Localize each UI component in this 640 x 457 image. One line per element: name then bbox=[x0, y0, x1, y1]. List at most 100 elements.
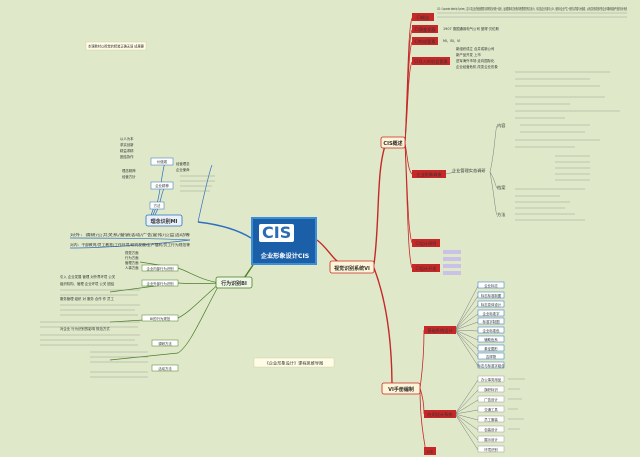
svg-text:CI概念: CI概念 bbox=[417, 14, 430, 21]
branch-cis-overview-label: CIS概述 bbox=[383, 140, 402, 147]
svg-text:调研方法: 调研方法 bbox=[158, 341, 172, 346]
center-node[interactable]: CIS 企业形象设计CIS bbox=[251, 217, 317, 265]
app-item: 交通工具 bbox=[484, 407, 498, 412]
branch-bi-label: 行为识别BI bbox=[220, 280, 247, 287]
bi-methods: 调研方法 活动方法 bbox=[151, 339, 179, 372]
svg-text:新产品开发 上市: 新产品开发 上市 bbox=[456, 52, 481, 57]
branch-mi[interactable]: 理念识别MI bbox=[145, 214, 183, 227]
manual-app-list: 办公事务用品 旗帜标识 广告设计 交通工具 员工服装 包装设计 展示设计 环境识… bbox=[477, 375, 505, 453]
app-item: 旗帜标识 bbox=[484, 387, 498, 392]
svg-text:《企业形象设计》课程思维导图: 《企业形象设计》课程思维导图 bbox=[265, 360, 324, 367]
survey-group-content: 内容 bbox=[497, 122, 505, 129]
branch-vi-manual[interactable]: VI手册编制 bbox=[381, 382, 421, 395]
survey-group-method: 方法 bbox=[497, 211, 505, 218]
mi-core-list: 理念精神 经营方针 bbox=[122, 168, 136, 179]
bi-method[interactable]: 调研方法 bbox=[151, 339, 179, 347]
bi-method[interactable]: 活动方法 bbox=[151, 364, 179, 372]
svg-text:企业外部行为识别: 企业外部行为识别 bbox=[146, 281, 174, 286]
overview-item[interactable]: CI导入的机会要素 bbox=[412, 57, 450, 65]
basic-item: 标志与标准字组合 bbox=[477, 363, 505, 368]
overview-item[interactable]: CI概念 bbox=[412, 13, 434, 21]
svg-text:求实创新: 求实创新 bbox=[120, 142, 134, 147]
svg-text:引入 企业发展 管理 对外界环境 公关: 引入 企业发展 管理 对外界环境 公关 bbox=[60, 274, 116, 279]
mi-extra-list: 以人为本 求实创新 精益求精 团结协作 bbox=[120, 136, 134, 159]
elements-text: MI、BI、VI bbox=[443, 39, 460, 43]
basic-item: 吉祥物 bbox=[486, 354, 497, 359]
mi-text-block: 经营理念 企业使命 bbox=[176, 161, 190, 172]
svg-text:CI构成要素: CI构成要素 bbox=[415, 38, 436, 45]
svg-text:精益求精: 精益求精 bbox=[120, 148, 134, 153]
svg-text:VI手: VI手 bbox=[427, 449, 434, 454]
import-list: 新组织成立 合并成新公司 新产品开发 上市 进军海外市场 走向国际化 企业经营危… bbox=[456, 46, 498, 69]
svg-text:CI演变发展: CI演变发展 bbox=[415, 26, 437, 33]
overview-item[interactable]: CI演变发展 bbox=[412, 25, 438, 33]
bottom-note: 《企业形象设计》课程思维导图 bbox=[253, 357, 335, 368]
svg-text:管理方面: 管理方面 bbox=[125, 260, 139, 265]
svg-text:价值观: 价值观 bbox=[157, 159, 168, 164]
manual-basic-root[interactable]: 基础系统设计 bbox=[424, 326, 456, 334]
app-item: 环境识别 bbox=[484, 447, 498, 452]
svg-text:企业使命: 企业使命 bbox=[176, 167, 190, 172]
bi-detail-lines bbox=[40, 289, 140, 346]
svg-text:理念精神: 理念精神 bbox=[122, 168, 136, 173]
svg-text:进军海外市场 走向国际化: 进军海外市场 走向国际化 bbox=[456, 58, 495, 63]
branch-bi[interactable]: 行为识别BI bbox=[215, 276, 253, 289]
overview-item[interactable]: CI设计开发 bbox=[412, 264, 440, 272]
overview-item[interactable]: CI构成要素 bbox=[412, 37, 438, 45]
svg-text:CI导入的机会要素: CI导入的机会要素 bbox=[414, 58, 447, 65]
bi-group[interactable]: 企业内部行为识别 bbox=[141, 264, 179, 272]
svg-text:经营理念: 经营理念 bbox=[176, 161, 190, 166]
svg-text:本课教材以视觉的精装正确无误 成果要: 本课教材以视觉的精装正确无误 成果要 bbox=[88, 44, 145, 49]
svg-text:BI的行为规范: BI的行为规范 bbox=[150, 316, 171, 321]
mi-row-2: 对内：干部教育/员工教育/工作环境/研究发展/生产福利/员工行为规范等 bbox=[70, 242, 191, 247]
branch-cis-overview[interactable]: CIS概述 bbox=[380, 136, 406, 149]
overview-items: CI概念 CI演变发展 CI构成要素 CI导入的机会要素 企业形象调查 CI设计… bbox=[412, 13, 450, 272]
bi-sub-items: 视觉方面 行为方面 管理方面 人事方面 bbox=[125, 250, 139, 270]
app-detail-lines bbox=[508, 378, 525, 430]
dev-leaf-boxes bbox=[443, 250, 461, 275]
mi-row-1: 对外：调研/公共关系/营销活动/广告宣传/公益活动等 bbox=[70, 232, 191, 237]
svg-text:企业精神: 企业精神 bbox=[155, 183, 169, 188]
manual-basic-list: 企业标志 标志标准制图 标志变体设计 企业标准字 标准字制图 企业标准色 辅助色… bbox=[477, 281, 505, 369]
svg-text:以人为本: 以人为本 bbox=[120, 136, 134, 141]
concept-lines bbox=[437, 12, 627, 18]
svg-text:基础系统设计: 基础系统设计 bbox=[427, 327, 452, 334]
basic-item: 辅助色系 bbox=[484, 337, 498, 342]
app-item: 展示设计 bbox=[484, 437, 498, 442]
svg-text:人事方面: 人事方面 bbox=[125, 265, 139, 270]
manual-app-root[interactable]: 应用设计系统 bbox=[424, 410, 456, 418]
app-item: 广告设计 bbox=[484, 397, 498, 402]
survey-group-archive: 档案 bbox=[497, 184, 506, 191]
dev-text: 1907 德国通用电气公司 彼得·贝伦斯 bbox=[443, 26, 500, 31]
svg-text:经营方针: 经营方针 bbox=[122, 174, 136, 179]
basic-item: 企业标志 bbox=[484, 283, 498, 288]
svg-text:行为方面: 行为方面 bbox=[125, 255, 139, 260]
concept-text: CIS：Corporate Identity System。定义 将企业的经营理… bbox=[437, 6, 627, 11]
bi-groups: 企业内部行为识别 企业外部行为识别 BI的行为规范 bbox=[141, 264, 179, 322]
branch-vi-system[interactable]: 视觉识别系统VI bbox=[329, 260, 375, 274]
svg-text:对企业 行为识别的影响 规范方式: 对企业 行为识别的影响 规范方式 bbox=[60, 326, 110, 331]
overview-item[interactable]: 企业形象调查 bbox=[412, 170, 446, 178]
app-item: 办公事务用品 bbox=[481, 377, 502, 382]
mi-node-values[interactable]: 价值观 bbox=[150, 157, 174, 166]
bi-group[interactable]: BI的行为规范 bbox=[141, 314, 179, 322]
svg-text:CI设计开发: CI设计开发 bbox=[416, 265, 438, 272]
svg-text:视觉方面: 视觉方面 bbox=[125, 250, 139, 255]
survey-root: 企业管理实态调研 bbox=[452, 167, 486, 174]
svg-text:应用设计系统: 应用设计系统 bbox=[427, 411, 452, 418]
basic-item: 标志变体设计 bbox=[481, 302, 502, 307]
manual-vi-leaf[interactable]: VI手 bbox=[424, 447, 436, 455]
bi-group[interactable]: 企业外部行为识别 bbox=[141, 279, 179, 287]
top-note: 本课教材以视觉的精装正确无误 成果要 bbox=[85, 41, 147, 51]
svg-text:方法: 方法 bbox=[154, 203, 161, 208]
overview-item[interactable]: CI设计原则 bbox=[412, 239, 440, 247]
bi-rule-texts: 引入 企业发展 管理 对外界环境 公关 组织机构、管理 企业环境 公关 团结 服… bbox=[60, 274, 116, 331]
mi-node-spirit[interactable]: 企业精神 bbox=[150, 181, 174, 190]
svg-text:活动方法: 活动方法 bbox=[158, 366, 172, 371]
svg-text:企业内部行为识别: 企业内部行为识别 bbox=[146, 266, 174, 271]
branch-vi-manual-label: VI手册编制 bbox=[388, 386, 414, 393]
basic-item: 企业标准字 bbox=[483, 311, 501, 316]
branch-mi-label: 理念识别MI bbox=[151, 218, 178, 225]
mi-node-method[interactable]: 方法 bbox=[149, 201, 165, 210]
